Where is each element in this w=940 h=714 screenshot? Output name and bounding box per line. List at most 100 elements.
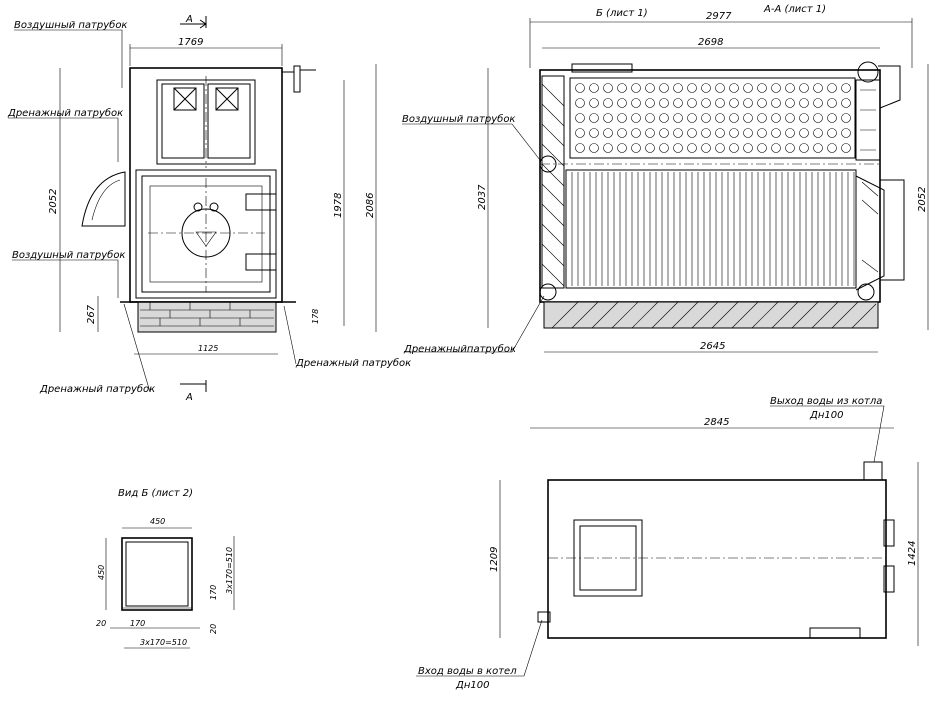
tube [617, 98, 627, 108]
tube [813, 143, 823, 153]
tube [701, 128, 711, 138]
front-base: 267 [86, 304, 97, 324]
front-view: 1769 2052 1978 2086 267 178 1125 Воздушн… [7, 14, 411, 403]
tube [729, 83, 739, 93]
vb-bottom-right: 20 [209, 624, 218, 634]
tube [841, 83, 851, 93]
tube [799, 83, 809, 93]
label-drain-pipe-left: Дренажный патрубок [7, 107, 123, 119]
tube [589, 143, 599, 153]
tube [687, 83, 697, 93]
vertical-tubes [571, 172, 855, 286]
label-water-out: Выход воды из котла [770, 396, 882, 407]
tube [589, 113, 599, 123]
tube [687, 113, 697, 123]
vb-bottom-mid: 170 [130, 619, 145, 628]
tube [799, 143, 809, 153]
tube [631, 83, 641, 93]
tube [813, 98, 823, 108]
tube [715, 83, 725, 93]
tube [631, 98, 641, 108]
tube [617, 143, 627, 153]
tube [757, 143, 767, 153]
tube [827, 98, 837, 108]
tube [785, 98, 795, 108]
tube [715, 113, 725, 123]
tube [743, 128, 753, 138]
front-height-mid: 1978 [333, 193, 344, 218]
tube-grid [575, 83, 851, 153]
tube [827, 83, 837, 93]
tube [589, 128, 599, 138]
plan-width: 2845 [704, 417, 729, 428]
tube [841, 143, 851, 153]
label-drain-pipe-bottom-left: Дренажный патрубок [39, 383, 155, 395]
vb-left: 450 [97, 565, 106, 580]
tube [799, 128, 809, 138]
tube [645, 113, 655, 123]
tube [575, 143, 585, 153]
tube [827, 143, 837, 153]
vb-mid: 170 [209, 585, 218, 600]
tube [659, 143, 669, 153]
cut-a-top: А [185, 14, 193, 25]
tube [687, 128, 697, 138]
front-height-right: 2086 [365, 193, 376, 218]
tube [715, 98, 725, 108]
tube [743, 113, 753, 123]
label-drain-pipe-section: Дренажныйпатрубок [403, 343, 516, 355]
tube [645, 128, 655, 138]
section-aa-title: А-А (лист 1) [763, 4, 826, 15]
tube [617, 113, 627, 123]
vb-top: 450 [150, 517, 165, 526]
tube [771, 128, 781, 138]
tube [603, 143, 613, 153]
tube [701, 143, 711, 153]
view-b-title: Вид Б (лист 2) [118, 488, 193, 499]
tube [729, 113, 739, 123]
tube [701, 98, 711, 108]
sec-width-inner: 2698 [698, 37, 723, 48]
tube [589, 83, 599, 93]
label-water-in-size: Дн100 [455, 680, 489, 691]
tube [575, 83, 585, 93]
tube [813, 128, 823, 138]
tube [687, 143, 697, 153]
tube [575, 113, 585, 123]
tube [659, 128, 669, 138]
tube [743, 98, 753, 108]
tube [771, 98, 781, 108]
tube [659, 83, 669, 93]
tube [603, 128, 613, 138]
tube [841, 98, 851, 108]
label-air-pipe-top: Воздушный патрубок [14, 19, 127, 31]
tube [827, 113, 837, 123]
tube [729, 143, 739, 153]
tube [785, 113, 795, 123]
tube [645, 98, 655, 108]
tube [799, 113, 809, 123]
tube [589, 98, 599, 108]
cut-a-bottom: А [185, 392, 193, 403]
tube [575, 98, 585, 108]
tube [645, 143, 655, 153]
tube [771, 143, 781, 153]
label-drain-pipe-bottom-right: Дренажный патрубок [295, 357, 411, 369]
tube [785, 143, 795, 153]
plan-height-right: 1424 [907, 541, 918, 566]
tube [673, 143, 683, 153]
tube [715, 128, 725, 138]
tube [673, 83, 683, 93]
tube [575, 128, 585, 138]
tube [687, 98, 697, 108]
tube [785, 83, 795, 93]
tube [645, 83, 655, 93]
front-height-left: 2052 [48, 189, 59, 214]
tube [757, 128, 767, 138]
front-width: 1769 [178, 37, 203, 48]
tube [603, 113, 613, 123]
sec-width-top: 2977 [706, 11, 732, 22]
vb-bottom-left: 20 [96, 619, 106, 628]
tube [659, 98, 669, 108]
